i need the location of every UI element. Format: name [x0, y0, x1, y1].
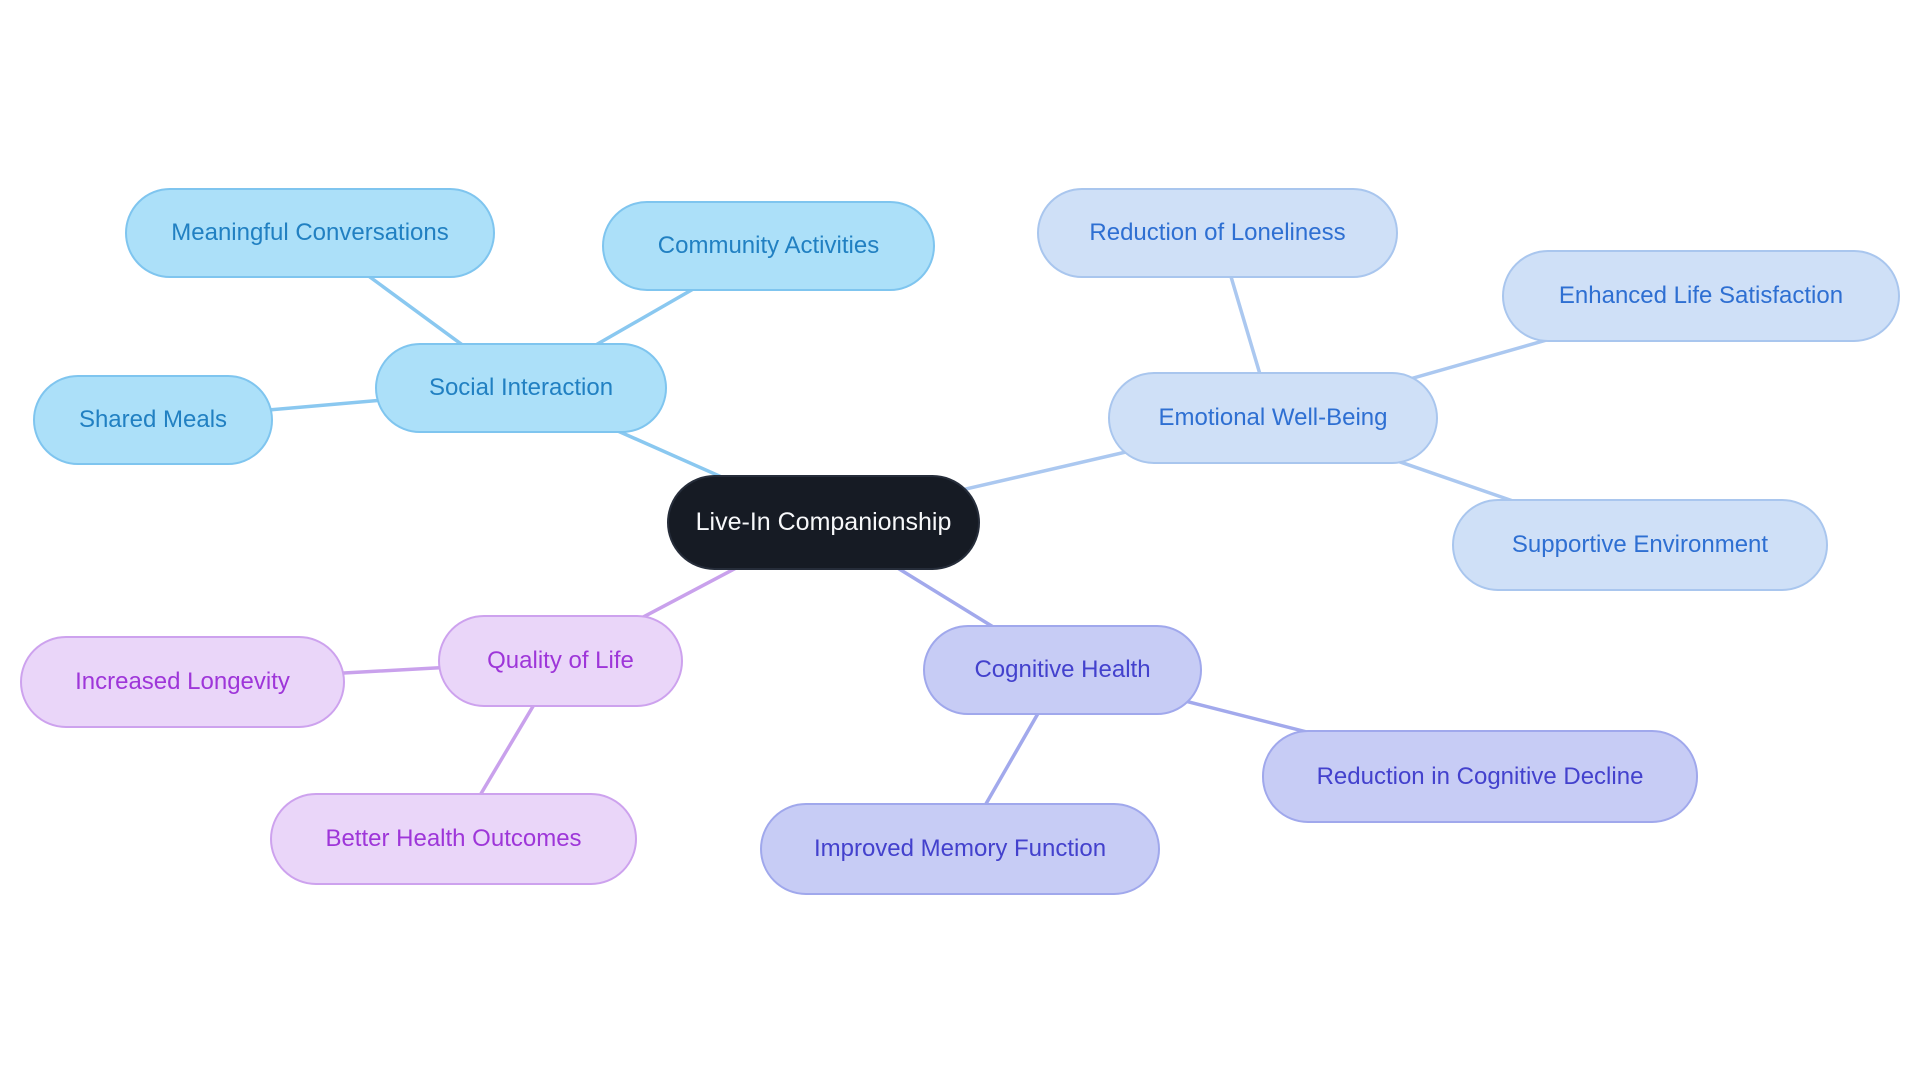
node-enhanced-life-satisfaction[interactable]: Enhanced Life Satisfaction	[1502, 250, 1900, 342]
node-social-interaction[interactable]: Social Interaction	[375, 343, 667, 433]
node-community-activities[interactable]: Community Activities	[602, 201, 935, 291]
node-better-health-outcomes[interactable]: Better Health Outcomes	[270, 793, 637, 885]
node-quality-of-life[interactable]: Quality of Life	[438, 615, 683, 707]
node-reduction-in-cognitive-decline[interactable]: Reduction in Cognitive Decline	[1262, 730, 1698, 823]
node-emotional-well-being[interactable]: Emotional Well-Being	[1108, 372, 1438, 464]
node-improved-memory-function[interactable]: Improved Memory Function	[760, 803, 1160, 895]
node-increased-longevity[interactable]: Increased Longevity	[20, 636, 345, 728]
node-cognitive-health[interactable]: Cognitive Health	[923, 625, 1202, 715]
node-shared-meals[interactable]: Shared Meals	[33, 375, 273, 465]
node-live-in-companionship[interactable]: Live-In Companionship	[667, 475, 980, 570]
node-meaningful-conversations[interactable]: Meaningful Conversations	[125, 188, 495, 278]
node-supportive-environment[interactable]: Supportive Environment	[1452, 499, 1828, 591]
node-reduction-of-loneliness[interactable]: Reduction of Loneliness	[1037, 188, 1398, 278]
